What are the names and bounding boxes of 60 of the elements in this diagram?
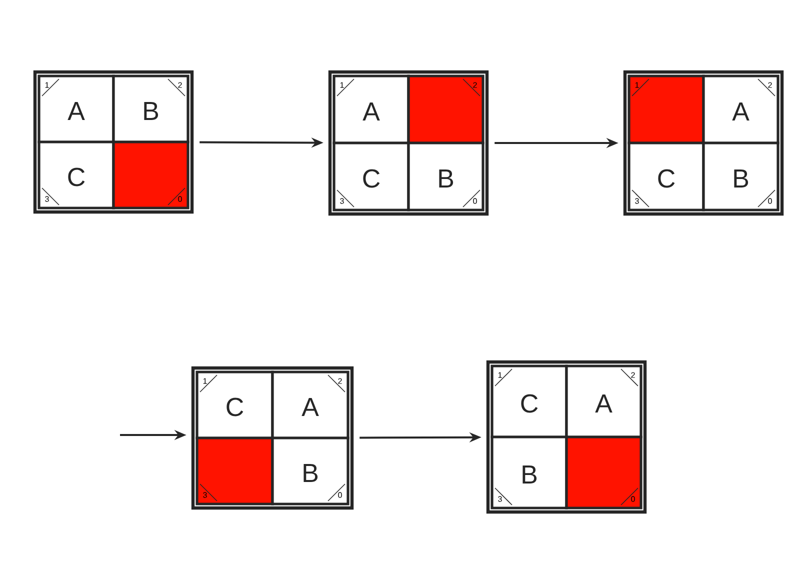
- cell-letter: A: [68, 102, 85, 120]
- grid-cell: [38, 74, 115, 144]
- corner-number: 0: [768, 198, 772, 204]
- grid-cell: [702, 142, 780, 212]
- corner-number: 1: [498, 372, 502, 378]
- grid-frame: [623, 70, 784, 216]
- grid-cell: [271, 370, 350, 440]
- grid-cell: [196, 370, 274, 440]
- corner-number: 2: [768, 82, 772, 88]
- corner-number: 2: [473, 82, 477, 88]
- corner-number: 0: [178, 196, 182, 202]
- corner-number: 3: [635, 198, 639, 204]
- cell-letter: B: [439, 170, 454, 188]
- shaded-cell: [565, 436, 642, 510]
- grid-cell: [112, 74, 190, 144]
- corner-number: 1: [45, 82, 49, 88]
- grid-cell: [490, 436, 568, 510]
- corner-number: 3: [203, 492, 207, 498]
- cell-letter: C: [226, 398, 244, 416]
- cell-letter: C: [363, 169, 380, 188]
- shaded-cell: [407, 74, 484, 144]
- shaded-cell: [112, 140, 190, 210]
- grid-cell: [332, 74, 410, 144]
- corner-number: 0: [631, 496, 635, 502]
- grid-cell: [271, 436, 350, 506]
- shaded-cell: [196, 436, 274, 506]
- corner-number: 3: [45, 196, 49, 202]
- corner-number: 3: [340, 198, 344, 204]
- shaded-cell: [628, 74, 705, 144]
- corner-number: 1: [203, 378, 207, 384]
- cell-letter: B: [522, 466, 537, 484]
- cell-letter: C: [658, 169, 675, 188]
- corner-number: 0: [338, 492, 342, 498]
- corner-number: 1: [635, 82, 639, 88]
- cell-letter: C: [68, 168, 85, 186]
- cell-letter: A: [302, 398, 319, 416]
- cell-letter: B: [144, 102, 158, 120]
- cell-letter: A: [362, 102, 380, 120]
- corner-number: 0: [473, 198, 477, 204]
- cell-letter: A: [595, 394, 612, 412]
- corner-number: 2: [178, 82, 182, 88]
- grid-cell: [407, 142, 484, 212]
- grid-cell: [628, 142, 705, 212]
- corner-number: 3: [498, 496, 502, 502]
- grid-frame: [33, 70, 194, 214]
- cell-letter: B: [734, 170, 748, 188]
- grid-cell: [490, 364, 568, 438]
- corner-number: 1: [340, 82, 344, 88]
- corner-number: 2: [631, 372, 635, 378]
- grid-frame: [191, 366, 354, 510]
- grid-cell: [332, 142, 410, 212]
- cell-letter: B: [304, 464, 318, 482]
- grid-cell: [38, 140, 115, 210]
- grid-cell: [702, 74, 780, 144]
- cell-letter: A: [732, 102, 750, 120]
- corner-number: 2: [338, 378, 342, 384]
- cell-letter: C: [521, 394, 538, 413]
- grid-cell: [565, 364, 642, 438]
- grid-frame: [486, 360, 647, 514]
- grid-frame: [328, 70, 489, 216]
